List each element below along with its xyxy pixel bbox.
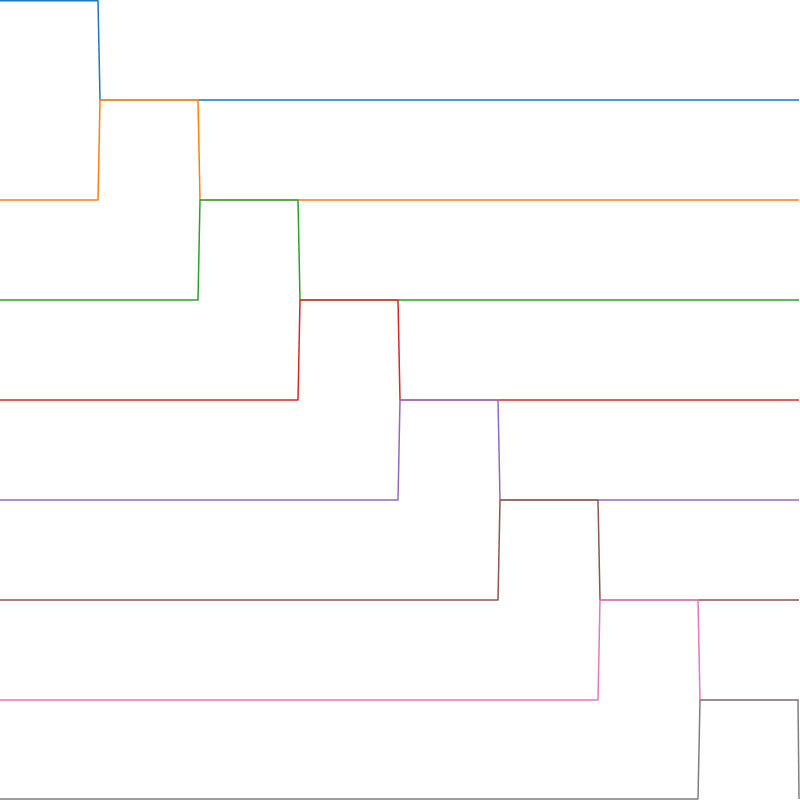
series-line-5	[0, 399, 799, 501]
series-line-1	[0, 0, 799, 101]
series-line-6	[0, 499, 799, 601]
series-line-3	[0, 199, 799, 301]
series-line-2	[0, 99, 799, 201]
series-line-7	[0, 599, 799, 701]
series-line-4	[0, 299, 799, 401]
series-line-8	[0, 699, 800, 800]
